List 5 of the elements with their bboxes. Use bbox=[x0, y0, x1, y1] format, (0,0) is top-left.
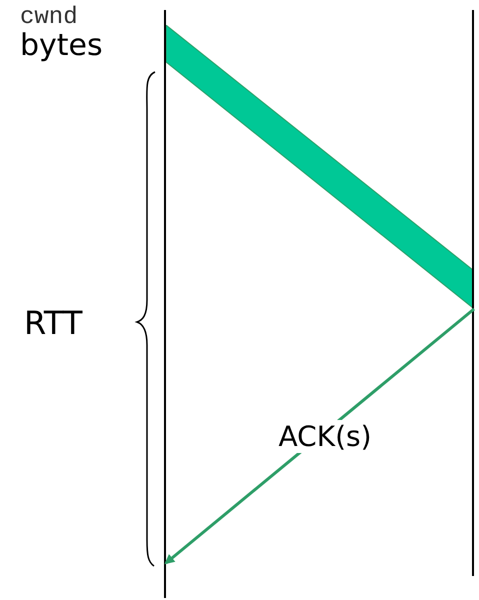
timeline bbox=[472, 10, 474, 576]
timeline bbox=[164, 10, 166, 598]
interval-label: RTT bbox=[24, 304, 82, 342]
axis-label: bytes bbox=[20, 28, 103, 63]
axis-label: cwnd bbox=[20, 4, 78, 31]
